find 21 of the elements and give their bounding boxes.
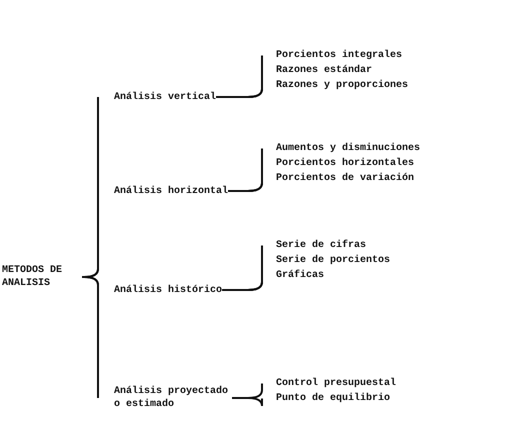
technique-label: Porcientos de variación [276, 172, 414, 185]
method-label: Análisis proyectado o estimado [114, 385, 230, 411]
technique-label: Porcientos horizontales [276, 157, 414, 170]
method-label: Análisis horizontal [114, 184, 228, 198]
method-label: Análisis histórico [114, 284, 222, 296]
technique-label: Serie de porcientos [276, 254, 390, 267]
method-label: Análisis vertical [114, 90, 216, 104]
technique-label: Aumentos y disminuciones [276, 142, 420, 155]
diagram-heading: METODOS DE ANALISIS [2, 264, 64, 290]
technique-label: Punto de equilibrio [276, 392, 390, 405]
technique-label: Porcientos integrales [276, 49, 402, 62]
brace-connector [82, 276, 99, 398]
brace-connector [216, 86, 263, 98]
brace-connector [222, 276, 263, 291]
technique-label: Gráficas [276, 269, 324, 282]
technique-label: Razones estándar [276, 64, 372, 77]
technique-label: Serie de cifras [276, 239, 366, 252]
technique-label: Razones y proporciones [276, 79, 408, 92]
brace-connector [228, 178, 263, 192]
technique-label: Control presupuestal [276, 377, 396, 390]
brace-connector [232, 397, 263, 407]
